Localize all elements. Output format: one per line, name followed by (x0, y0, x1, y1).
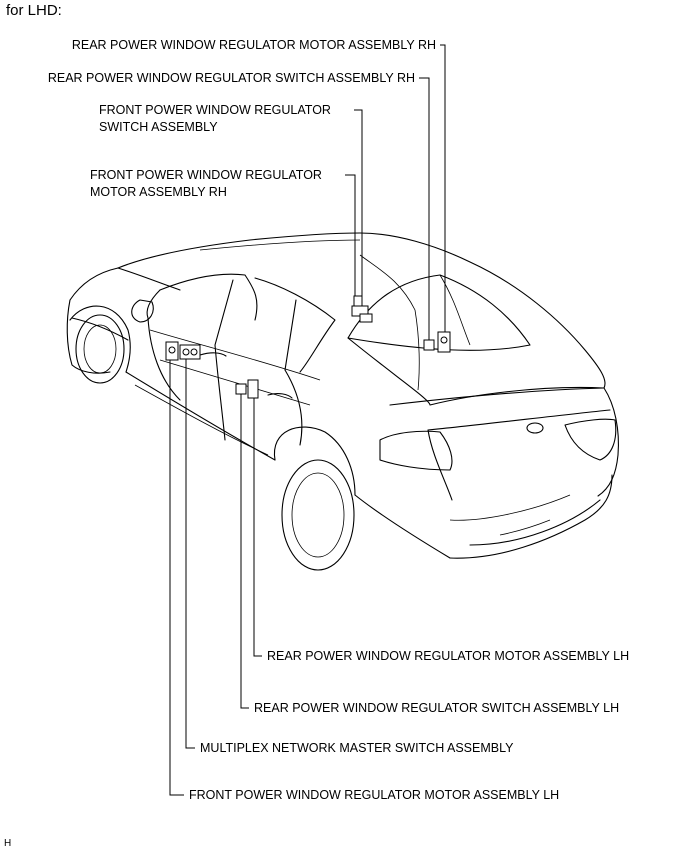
leader-front-motor-lh (169, 360, 184, 796)
label-front-motor-lh: FRONT POWER WINDOW REGULATOR MOTOR ASSEM… (189, 788, 560, 802)
diagram-heading: for LHD: (6, 2, 62, 19)
leader-rear-motor-lh (253, 398, 262, 657)
label-master-switch: MULTIPLEX NETWORK MASTER SWITCH ASSEMBLY (200, 741, 514, 755)
label-rear-switch-rh: REAR POWER WINDOW REGULATOR SWITCH ASSEM… (47, 71, 415, 85)
component-front-switch (351, 295, 373, 323)
label-rear-motor-lh: REAR POWER WINDOW REGULATOR MOTOR ASSEMB… (267, 649, 630, 663)
leader-rear-switch-lh (240, 394, 249, 709)
car-body-outline (66, 232, 619, 571)
label-front-switch: FRONT POWER WINDOW REGULATOR SWITCH ASSE… (99, 103, 331, 134)
figure-code: H (4, 838, 12, 849)
leader-master-switch (185, 359, 195, 749)
leader-lines (169, 44, 446, 796)
component-rear-switch-rh (423, 339, 435, 351)
label-rear-motor-rh: REAR POWER WINDOW REGULATOR MOTOR ASSEMB… (71, 38, 436, 52)
component-rear-motor-rh (437, 331, 451, 353)
label-front-motor-rh: FRONT POWER WINDOW REGULATOR MOTOR ASSEM… (90, 168, 322, 199)
leader-rear-motor-rh (440, 44, 446, 332)
component-master-switch (179, 344, 201, 360)
component-front-motor-lh (165, 341, 179, 361)
leader-rear-switch-rh (419, 77, 430, 340)
leader-front-switch (354, 109, 363, 296)
component-rear-switch-lh (235, 383, 247, 395)
leader-front-motor-rh (345, 174, 356, 296)
label-rear-switch-lh: REAR POWER WINDOW REGULATOR SWITCH ASSEM… (254, 701, 620, 715)
component-rear-motor-lh (247, 379, 259, 399)
